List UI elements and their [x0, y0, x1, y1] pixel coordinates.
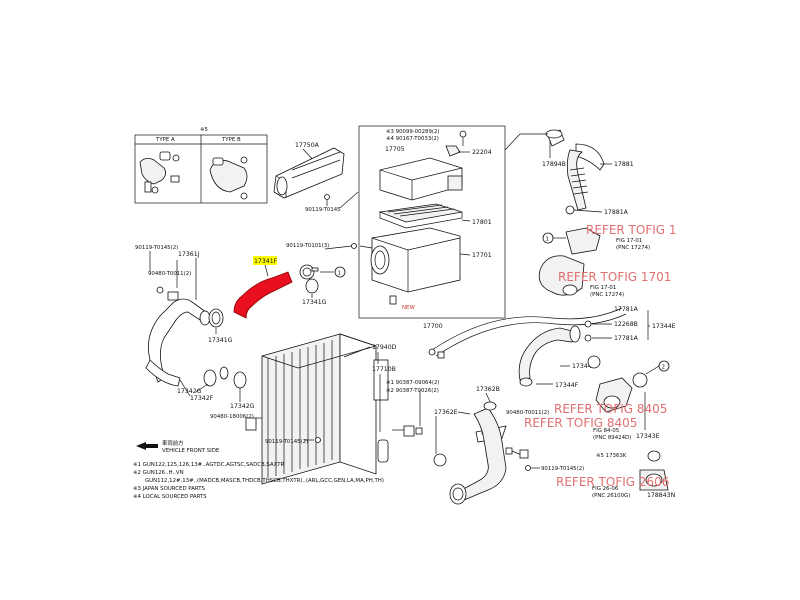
part-17344E: 17344E: [652, 323, 676, 330]
part-90119-T0145-bottom: 90119-T0145(2): [265, 439, 308, 445]
part-17343E: 17343E: [636, 433, 660, 440]
hose-group-17344: 17781A 12268B 17344E 17781A 17344F 17344…: [428, 306, 676, 389]
part-90099: ※3 90099-00289(2): [386, 129, 440, 135]
part-17361J: 17361J: [178, 251, 200, 258]
part-17362B: 17362B: [476, 386, 500, 393]
pnc-26100g: (PNC 26100G): [592, 493, 630, 499]
part-90387-T0026: ※2 90387-T0026(2): [386, 388, 439, 394]
pnc-17274-b: (PNC 17274): [590, 292, 624, 298]
part-17362E: 17362E: [434, 409, 458, 416]
fig-17-01-a: FIG 17-01: [616, 238, 642, 244]
part-17363K: ※5 17363K: [596, 453, 627, 459]
part-90480-18006: 90480-18006(2): [210, 414, 254, 420]
part-17700: 17700: [423, 323, 443, 330]
type-a-fitting: [139, 151, 180, 194]
part-17341F-label: 17341F: [254, 258, 278, 265]
footnote-1: ※1 GUN122,125,126,13#..AGTDC,AGTSC,SADCB…: [133, 462, 285, 468]
part-17344F-a: 17344F: [572, 363, 596, 370]
type-box: ※5 TYPE A TYPE B: [134, 127, 268, 204]
part-17881A: 17881A: [604, 209, 629, 216]
part-90119-T0145-right: 90119-T0145(2): [541, 466, 584, 472]
front-marker: 車両前方 VEHICLE FRONT SIDE: [136, 439, 220, 454]
hose-17341F-body[interactable]: [233, 271, 293, 319]
part-90387-09064: ※1 90387-09064(2): [386, 380, 440, 386]
intercooler: 17940D 17710B ※1 90387-09064(2) ※2 90387…: [245, 333, 440, 485]
watermark-1: REFER TOFIG 1: [586, 223, 677, 237]
part-90119-T0101: 90119-T0101(3): [286, 243, 329, 249]
type-b-fitting: [209, 156, 248, 200]
fig-26-06: FIG 26-06: [592, 486, 619, 492]
part-90119-T0145-left: 90119-T0145(2): [135, 245, 178, 251]
intake-pipe-17361J: [147, 298, 207, 383]
part-17881: 17881: [614, 161, 634, 168]
footnote-5: ※4 LOCAL SOURCED PARTS: [133, 494, 207, 500]
part-17801: 17801: [472, 219, 492, 226]
callout-2: 2: [662, 365, 665, 371]
footnote-2: ※2 GUN126..H..VN: [133, 470, 184, 476]
watermark-2: REFER TOFIG 1701: [558, 270, 671, 284]
watermark-5: REFER TOFIG 2606: [556, 475, 669, 489]
part-90119-T0145-top: 90119-T0145: [305, 207, 341, 213]
part-17894B: 17894B: [542, 161, 566, 168]
callout-1b: 1: [546, 237, 549, 243]
left-intake-pipe-group: 90119-T0145(2) 17361J 90480-T0011(2) 173…: [135, 245, 255, 420]
diagram-code: 178843N: [647, 492, 676, 499]
part-17701: 17701: [472, 252, 492, 259]
type-b-label: TYPE B: [221, 137, 241, 143]
refer-watermarks: REFER TOFIG 1 REFER TOFIG 1701 REFER TOF…: [524, 223, 677, 489]
turbo-fittings: 1 FIG 17-01 (PNC 17274) FIG 17-01 (PNC 1…: [538, 227, 650, 298]
front-arrow-icon: [136, 442, 158, 450]
type-box-note: ※5: [200, 127, 208, 133]
part-17341G-b: 17341G: [302, 299, 327, 306]
part-17710B: 17710B: [372, 366, 396, 373]
part-17781A-a: 17781A: [614, 306, 639, 313]
part-17341G-a: 17341G: [208, 337, 233, 344]
air-duct-17881: 17894B 17881 17881A: [504, 129, 634, 216]
part-12268B: 12268B: [614, 321, 638, 328]
part-17344F-b: 17344F: [555, 382, 579, 389]
part-90480-T0011-left: 90480-T0011(2): [148, 271, 191, 277]
front-marker-en: VEHICLE FRONT SIDE: [162, 448, 220, 454]
watermark-3: REFER TOFIG 8405: [554, 402, 667, 416]
part-17342F: 17342F: [190, 395, 214, 402]
part-22204: 22204: [472, 149, 492, 156]
air-cleaner-case: [371, 227, 461, 293]
air-cleaner-assembly: ※3 90099-00289(2) ※4 90167-T0033(2) 1770…: [358, 125, 506, 330]
part-90167: ※4 90167-T0033(2): [386, 136, 439, 142]
pipe-17362B: [457, 407, 507, 501]
new-mark: NEW: [402, 305, 415, 311]
lower-right-group: 17362B 17362E 90480-T0011(2) 90119-T0145…: [433, 360, 676, 505]
callout-1: 1: [338, 271, 341, 277]
part-17781A-b: 17781A: [614, 335, 639, 342]
footnote-3: GUN112,12#,13#..(MADCB,MASCB,THDCB,THSCB…: [145, 478, 384, 484]
footnote-4: ※3 JAPAN SOURCED PARTS: [133, 486, 206, 492]
pnc-17274-a: (PNC 17274): [616, 245, 650, 251]
part-17342G-a: 17342G: [177, 388, 202, 395]
part-17940D: 17940D: [372, 344, 397, 351]
hose-17341F[interactable]: 17341F: [233, 256, 293, 319]
pnc-89424d: (PNC 89424D): [593, 435, 631, 441]
part-90480-T0011-right: 90480-T0011(2): [506, 410, 549, 416]
type-a-label: TYPE A: [155, 137, 175, 143]
part-17705: 17705: [385, 146, 405, 153]
pipe-17344E: [518, 327, 577, 381]
front-marker-jp: 車両前方: [162, 439, 184, 447]
fig-84-05: FIG 84-05: [593, 428, 619, 434]
footnotes: ※1 GUN122,125,126,13#..AGTDC,AGTSC,SADCB…: [133, 462, 384, 500]
air-inlet-duct: 17750A 90119-T0145: [273, 142, 359, 213]
watermark-4: REFER TOFIG 8405: [524, 416, 637, 430]
part-17342G-b: 17342G: [230, 403, 255, 410]
part-17750A: 17750A: [295, 142, 320, 149]
clamp-17341G-right: 90119-T0101(3) 1 17341G: [286, 243, 357, 306]
fig-17-01-b: FIG 17-01: [590, 285, 616, 291]
